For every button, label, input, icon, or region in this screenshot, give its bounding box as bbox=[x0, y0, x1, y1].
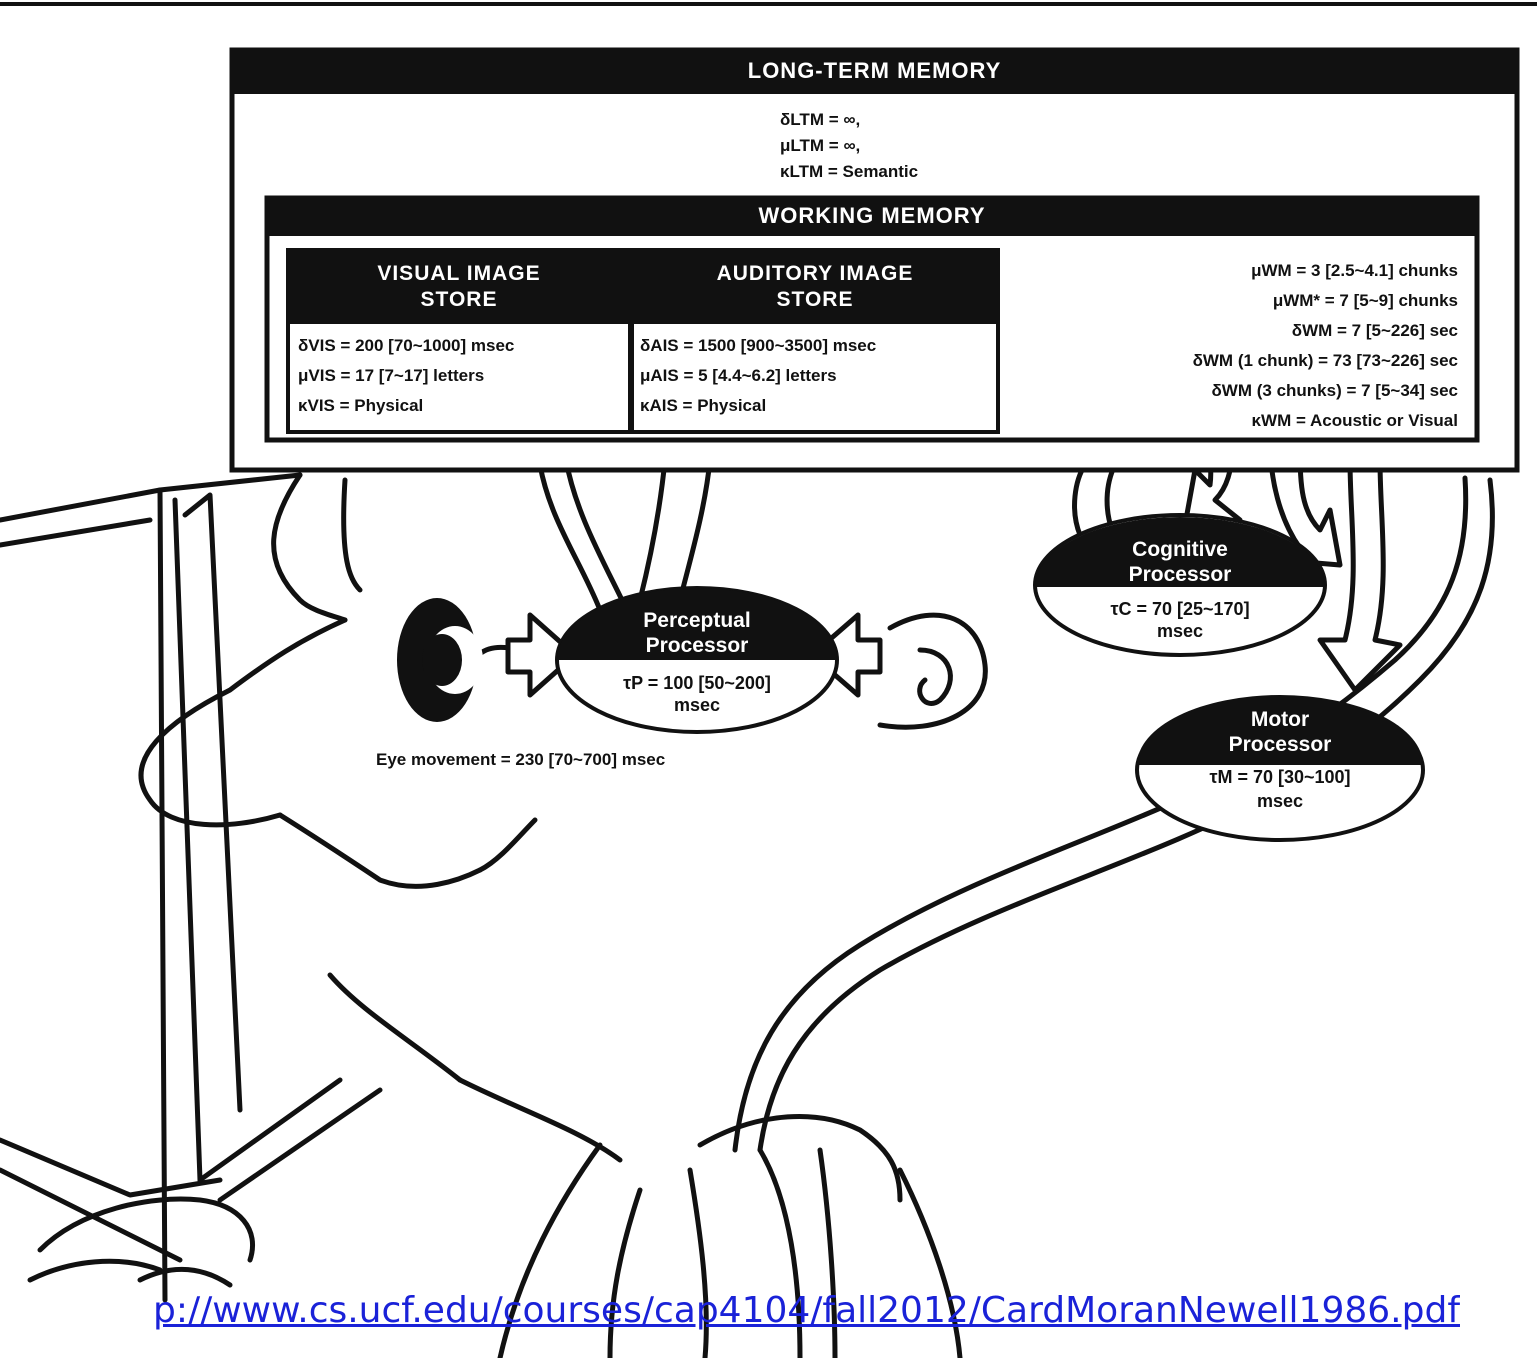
ltm-mu: μLTM = ∞, bbox=[780, 136, 860, 156]
auditory-store-title-line2: STORE bbox=[632, 288, 998, 312]
arrow-cognitive-to-motor bbox=[1320, 460, 1400, 690]
wm-delta: δWM = 7 [5~226] sec bbox=[1000, 316, 1458, 346]
motor-processor-title-line1: Motor bbox=[1137, 707, 1423, 732]
cognitive-processor-tau: τC = 70 [25~170] bbox=[1035, 598, 1325, 620]
cognitive-processor-title-line2: Processor bbox=[1035, 562, 1325, 587]
eye bbox=[397, 598, 483, 722]
monitor bbox=[0, 475, 380, 1300]
ltm-delta: δLTM = ∞, bbox=[780, 110, 860, 130]
cognitive-processor-unit: msec bbox=[1035, 620, 1325, 642]
eye-movement-label: Eye movement = 230 [70~700] msec bbox=[376, 750, 665, 770]
auditory-store-kappa: κAIS = Physical bbox=[640, 396, 766, 416]
auditory-store-title-line1: AUDITORY IMAGE bbox=[632, 262, 998, 286]
auditory-store-delta: δAIS = 1500 [900~3500] msec bbox=[640, 336, 876, 356]
visual-store-delta: δVIS = 200 [70~1000] msec bbox=[298, 336, 514, 356]
wm-mu-star: μWM* = 7 [5~9] chunks bbox=[1000, 286, 1458, 316]
motor-processor-tau: τM = 70 [30~100] bbox=[1137, 766, 1423, 788]
wm-title: WORKING MEMORY bbox=[267, 203, 1477, 229]
perceptual-processor-title-line2: Processor bbox=[557, 633, 837, 658]
ltm-kappa: κLTM = Semantic bbox=[780, 162, 918, 182]
wm-delta-3-chunks: δWM (3 chunks) = 7 [5~34] sec bbox=[1000, 376, 1458, 406]
cognitive-processor-title-line1: Cognitive bbox=[1035, 537, 1325, 562]
ear bbox=[880, 615, 985, 727]
motor-processor-unit: msec bbox=[1137, 790, 1423, 812]
visual-store-title-line2: STORE bbox=[288, 288, 630, 312]
wm-delta-1-chunk: δWM (1 chunk) = 73 [73~226] sec bbox=[1000, 346, 1458, 376]
perceptual-processor-unit: msec bbox=[557, 694, 837, 716]
perceptual-processor-tau: τP = 100 [50~200] bbox=[557, 672, 837, 694]
motor-processor-title-line2: Processor bbox=[1137, 732, 1423, 757]
ltm-title: LONG-TERM MEMORY bbox=[232, 58, 1517, 84]
visual-store-kappa: κVIS = Physical bbox=[298, 396, 423, 416]
auditory-store-mu: μAIS = 5 [4.4~6.2] letters bbox=[640, 366, 837, 386]
wm-kappa: κWM = Acoustic or Visual bbox=[1000, 406, 1458, 436]
perceptual-processor-title-line1: Perceptual bbox=[557, 608, 837, 633]
visual-store-mu: μVIS = 17 [7~17] letters bbox=[298, 366, 484, 386]
wm-mu: μWM = 3 [2.5~4.1] chunks bbox=[1000, 256, 1458, 286]
wm-params: μWM = 3 [2.5~4.1] chunks μWM* = 7 [5~9] … bbox=[1000, 256, 1458, 436]
source-link[interactable]: p://www.cs.ucf.edu/courses/cap4104/fall2… bbox=[0, 1290, 1460, 1331]
visual-store-title-line1: VISUAL IMAGE bbox=[288, 262, 630, 286]
